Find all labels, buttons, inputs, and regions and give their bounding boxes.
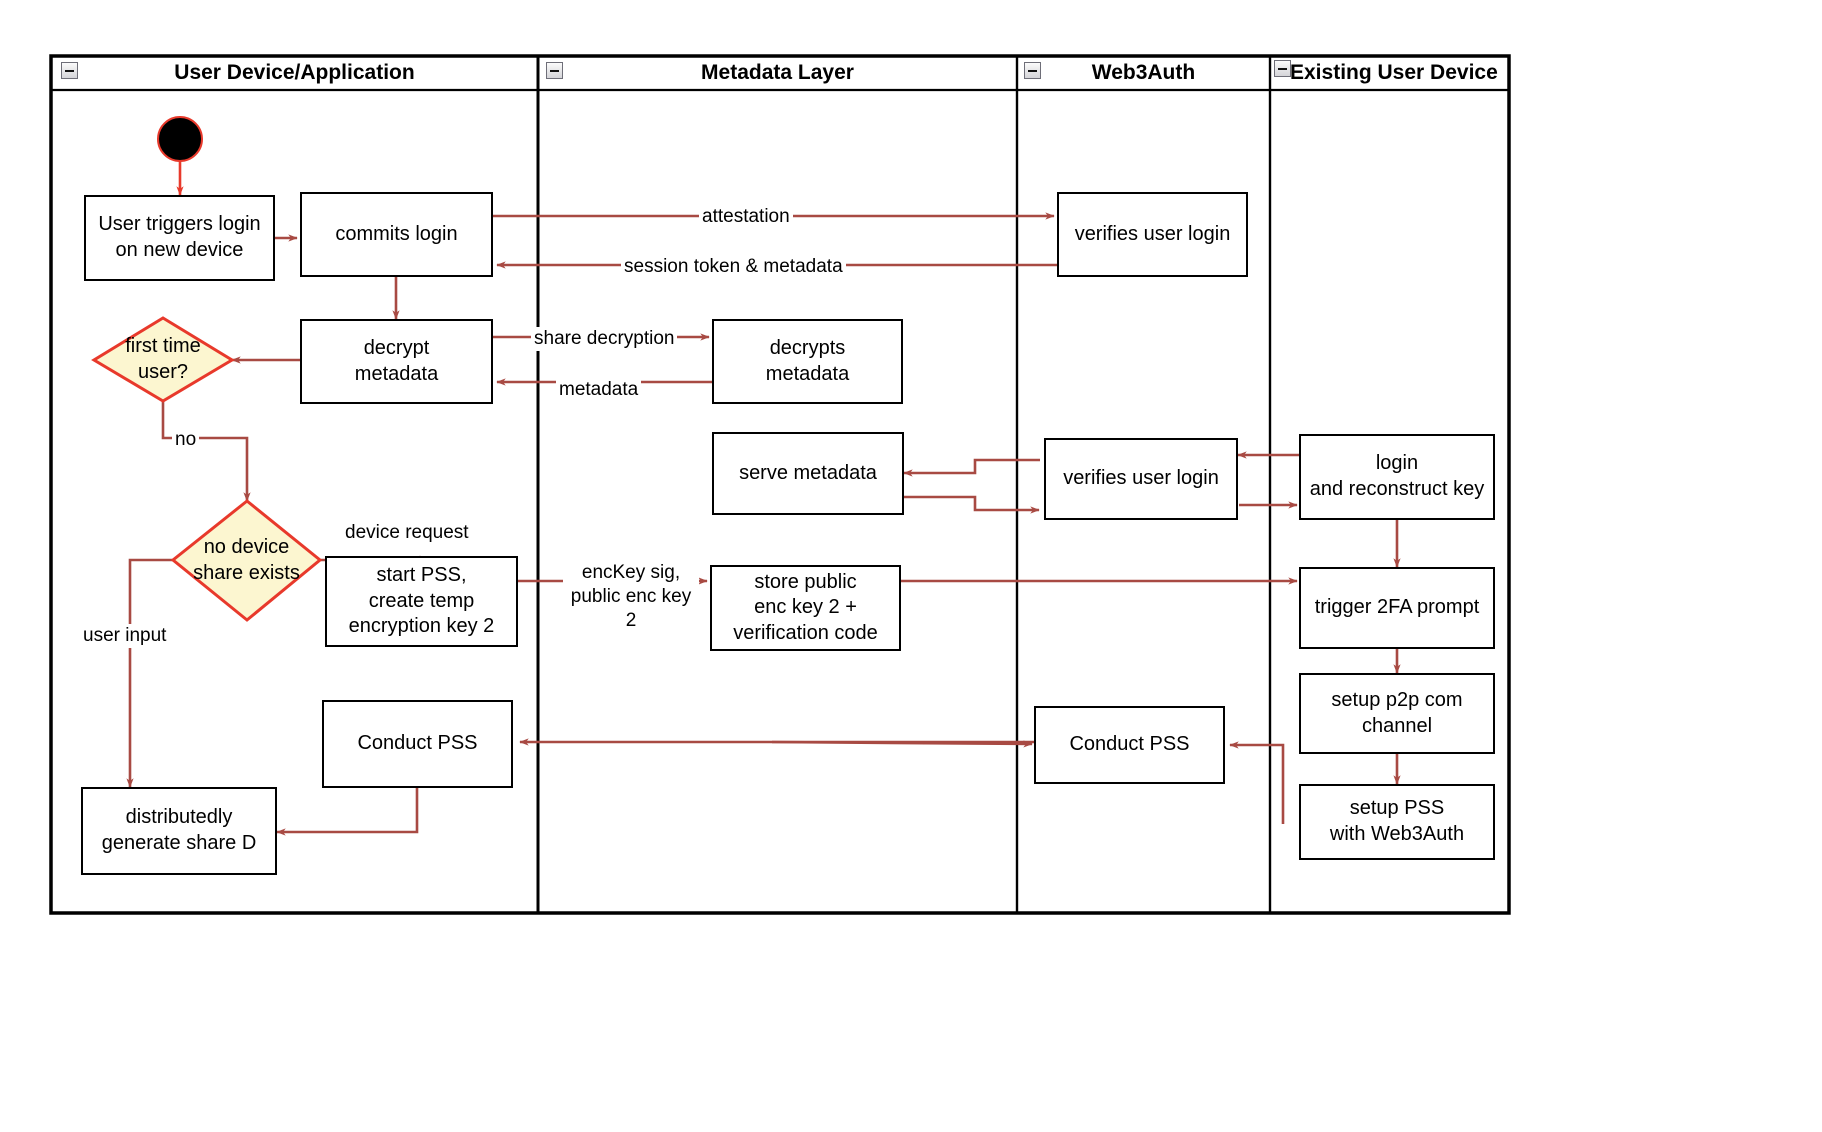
node-verifies-user-login-1[interactable]: verifies user login — [1057, 192, 1248, 277]
decision-shape-layer — [91, 316, 323, 622]
edge-label-session-token-metadata: session token & metadata — [621, 255, 846, 279]
edge-firsttime-to-nodevice — [161, 401, 251, 502]
edge-label-device-request: device request — [342, 521, 472, 545]
lane-header-web3auth: Web3Auth — [1091, 61, 1196, 84]
edge-label-metadata: metadata — [556, 378, 642, 402]
edge-label-no: no — [172, 428, 200, 452]
collapse-icon-metadata-layer[interactable] — [546, 62, 563, 79]
edge-setuppss-to-conductpss-web3auth — [1229, 741, 1285, 824]
node-setup-p2p-com-channel[interactable]: setup p2p com channel — [1299, 673, 1495, 754]
node-distributedly-generate-share-d[interactable]: distributedly generate share D — [81, 787, 277, 875]
lane-header-metadata-layer: Metadata Layer — [701, 61, 854, 84]
decision-no-device-share-exists[interactable]: no device share exists — [173, 501, 320, 620]
node-conduct-pss-user-device[interactable]: Conduct PSS — [322, 700, 513, 788]
node-start-pss-create-temp-key[interactable]: start PSS, create temp encryption key 2 — [325, 556, 518, 647]
node-decrypts-metadata[interactable]: decrypts metadata — [712, 319, 903, 404]
edge-label-enckey-sig: encKey sig, public enc key 2 — [563, 561, 699, 633]
collapse-icon-user-device[interactable] — [61, 62, 78, 79]
node-decrypt-metadata[interactable]: decrypt metadata — [300, 319, 493, 404]
lane-header-existing-user-device: Existing User Device — [1290, 61, 1498, 84]
node-conduct-pss-web3auth[interactable]: Conduct PSS — [1034, 706, 1225, 784]
collapse-icon-existing-user-device[interactable] — [1274, 60, 1291, 77]
node-store-public-enc-key[interactable]: store public enc key 2 + verification co… — [710, 565, 901, 651]
swimlane-frame — [49, 54, 1511, 915]
node-commits-login[interactable]: commits login — [300, 192, 493, 277]
node-login-and-reconstruct-key[interactable]: login and reconstruct key — [1299, 434, 1495, 520]
node-verifies-user-login-2[interactable]: verifies user login — [1044, 438, 1238, 520]
no-device-share-diamond-shape — [170, 499, 323, 622]
decision-first-time-user[interactable]: first time user? — [94, 318, 232, 401]
decision-no-device-share-exists-label: no device share exists — [193, 535, 300, 584]
collapse-icon-web3auth[interactable] — [1024, 62, 1041, 79]
node-setup-pss-with-web3auth[interactable]: setup PSS with Web3Auth — [1299, 784, 1495, 860]
edge-label-attestation: attestation — [699, 205, 793, 229]
edge-conductpss-to-generate-share — [276, 788, 419, 836]
lane-header-user-device: User Device/Application — [174, 61, 415, 84]
node-trigger-2fa-prompt[interactable]: trigger 2FA prompt — [1299, 567, 1495, 649]
edge-rail-to-conductpss-web3auth — [771, 740, 1033, 748]
edge-verifies2-to-serve — [903, 458, 1040, 477]
node-serve-metadata[interactable]: serve metadata — [712, 432, 904, 515]
edge-label-user-input: user input — [80, 624, 170, 648]
edge-serve-to-verifies2 — [900, 495, 1040, 514]
first-time-user-diamond-shape — [91, 316, 235, 403]
edge-label-share-decryption: share decryption — [531, 327, 678, 351]
edge-nodevice-to-generate-share — [126, 558, 173, 788]
decision-first-time-user-label: first time user? — [125, 334, 201, 383]
node-user-triggers-login[interactable]: User triggers login on new device — [84, 195, 275, 281]
start-node — [157, 116, 203, 162]
